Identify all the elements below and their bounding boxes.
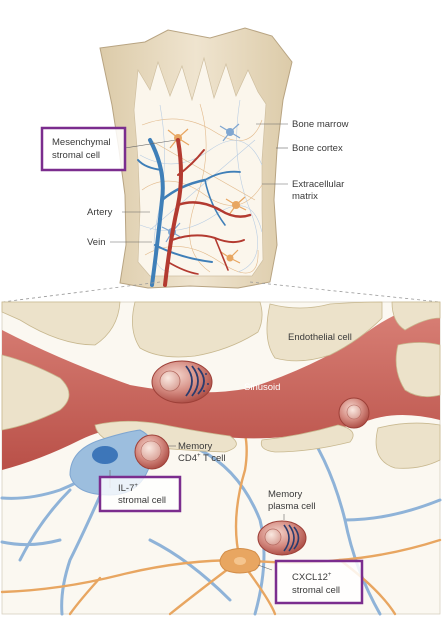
highlight-box-mesenchymal — [40, 126, 127, 172]
label-mesenchymal-2: stromal cell — [52, 150, 100, 161]
stromal-cell-blue — [219, 123, 241, 142]
plasma-cell-sinusoid — [151, 360, 213, 404]
label-memory-plasma-1: Memory — [268, 489, 303, 500]
zoom-guide-lines — [1, 281, 441, 303]
il7-stromal-cell-nucleus — [92, 446, 118, 464]
label-mesenchymal-1: Mesenchymal — [52, 137, 111, 148]
bottom-zoom-panel: Endothelial cell Sinusoid Memory CD4+ T … — [0, 301, 442, 616]
label-il7-2: stromal cell — [118, 495, 166, 506]
label-artery: Artery — [87, 207, 113, 218]
bone-illustration — [99, 27, 293, 289]
label-memory-cd4-2: CD4+ T cell — [178, 453, 226, 464]
label-bone-marrow: Bone marrow — [292, 119, 349, 130]
label-cxcl12-1: CXCL12+ — [292, 572, 332, 583]
label-sinusoid: Sinusoid — [244, 382, 280, 393]
label-extracellular-matrix-2: matrix — [292, 191, 318, 202]
label-il7-1: IL-7+ — [118, 483, 138, 494]
label-cxcl12-2: stromal cell — [292, 585, 340, 596]
cell-sinusoid-right — [338, 397, 370, 429]
stromal-cell-orange — [225, 196, 247, 216]
label-vein: Vein — [87, 237, 106, 248]
memory-plasma-cell — [257, 520, 307, 556]
memory-cd4-t-cell — [134, 434, 170, 470]
highlight-box-il7 — [98, 475, 182, 513]
label-endothelial-cell: Endothelial cell — [288, 332, 352, 343]
label-memory-plasma-2: plasma cell — [268, 501, 316, 512]
bone-marrow-cavity — [133, 56, 267, 277]
label-bone-cortex: Bone cortex — [292, 143, 343, 154]
extracellular-matrix-fibres — [139, 99, 263, 274]
label-extracellular-matrix-1: Extracellular — [292, 179, 344, 190]
artery-vessels — [163, 138, 252, 287]
top-leader-lines — [110, 123, 288, 243]
cxcl12-stromal-cell-nucleus — [234, 557, 246, 565]
stromal-cell-orange — [220, 249, 241, 264]
label-memory-cd4-1: Memory — [178, 441, 213, 452]
highlight-box-cxcl12 — [274, 559, 364, 605]
